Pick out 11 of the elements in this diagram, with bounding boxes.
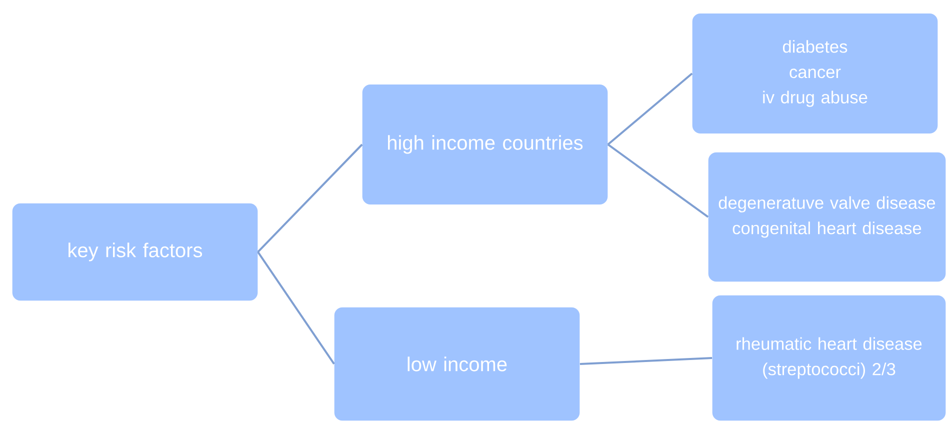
connector-line [257,144,363,253]
connector-line [607,72,693,146]
category-box: high income countries [362,84,608,204]
category-box: rheumatic heart disease (streptococci) 2/3 [712,295,946,421]
connector-line [607,144,709,218]
connector-line [580,357,712,365]
category-box: key risk factors [12,203,258,301]
connector-line [257,251,335,365]
category-box: diabetes cancer iv drug abuse [692,14,938,134]
category-box: degeneratuve valve disease congenital heart disease [708,152,946,282]
category-box: low income [334,307,580,421]
